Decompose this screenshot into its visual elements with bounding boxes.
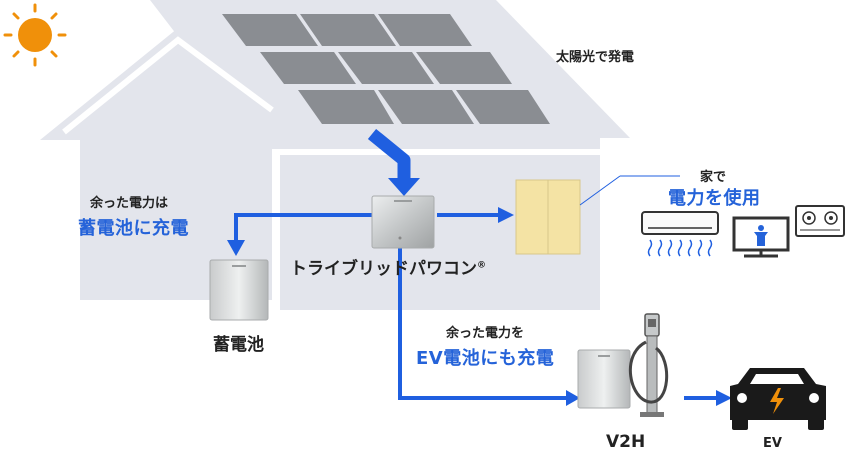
surplus-battery-caption: 余った電力は xyxy=(90,196,169,211)
roof-edges xyxy=(62,36,600,155)
power-conditioner-label: トライブリッドパワコン® xyxy=(290,254,486,279)
solar-panel-icon xyxy=(222,14,550,124)
air-conditioner-icon xyxy=(641,211,719,257)
home-headline: 電力を使用 xyxy=(668,188,761,209)
lightning-icon xyxy=(770,388,784,414)
ih-cooktop-icon xyxy=(795,205,845,237)
solar-label: 太陽光で発電 xyxy=(556,50,635,65)
registered-mark: ® xyxy=(477,260,486,271)
switchboard-icon xyxy=(515,175,680,255)
v2h-label: V2H xyxy=(606,432,646,452)
surplus-battery-headline: 蓄電池に充電 xyxy=(78,218,189,239)
battery-unit-icon xyxy=(209,259,269,321)
home-caption: 家で xyxy=(700,170,727,185)
flow-lines xyxy=(234,213,720,400)
ev-label: EV xyxy=(763,436,782,451)
tv-icon xyxy=(732,216,790,258)
sun-icon xyxy=(3,3,67,67)
v2h-unit-icon xyxy=(577,349,631,409)
surplus-ev-caption: 余った電力を xyxy=(446,326,525,341)
arrowheads xyxy=(227,207,732,406)
battery-label: 蓄電池 xyxy=(213,335,264,355)
ev-car-icon xyxy=(730,368,826,430)
solar-to-pcs-arrow xyxy=(367,128,420,196)
wall-divider xyxy=(272,150,280,310)
surplus-ev-headline: EV電池にも充電 xyxy=(416,348,555,369)
power-conditioner-name: トライブリッドパワコン xyxy=(290,259,477,279)
power-conditioner-icon xyxy=(371,195,435,249)
v2h-charger-icon xyxy=(628,313,669,417)
